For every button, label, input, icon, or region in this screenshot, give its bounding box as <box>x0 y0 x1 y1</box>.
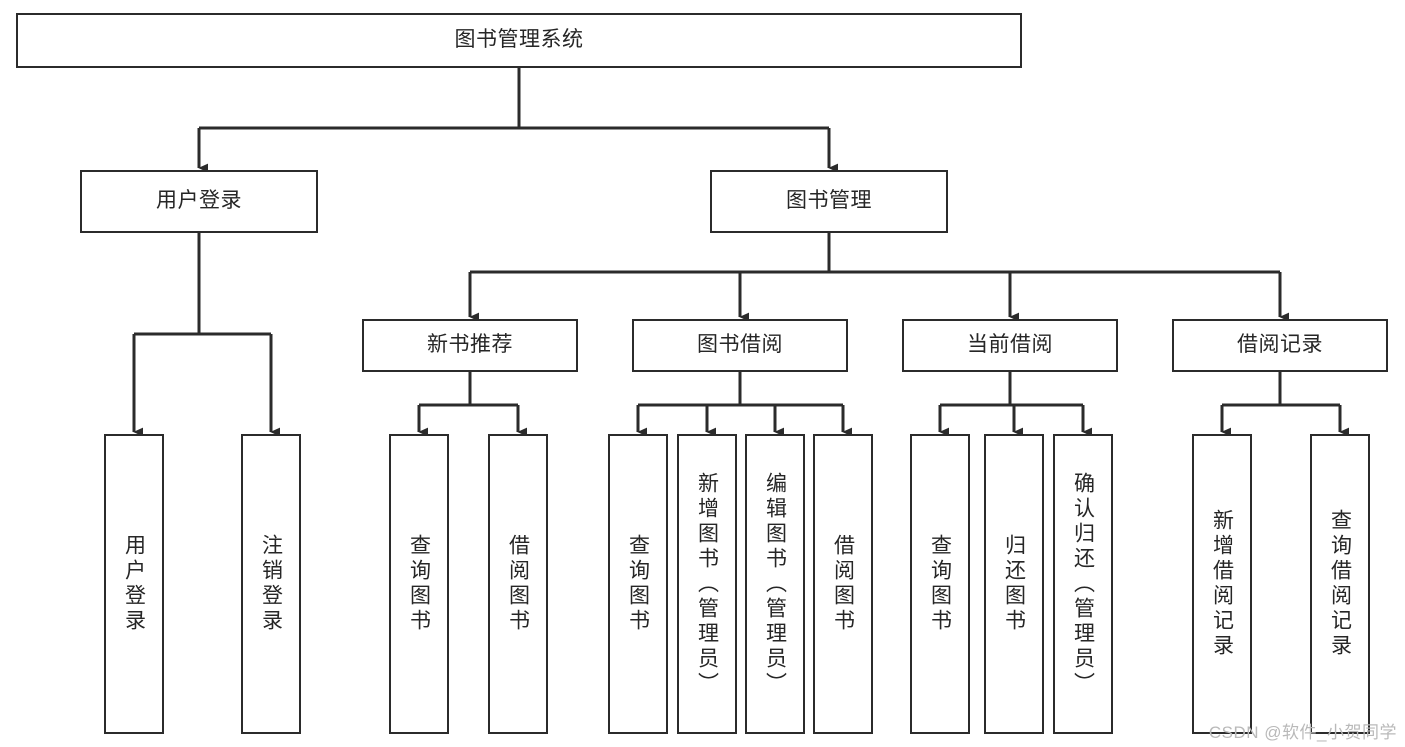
node-leaf-return-book[interactable]: 归还图书 <box>984 434 1044 734</box>
node-leaf-confirm-return[interactable]: 确认归还（管理员） <box>1053 434 1113 734</box>
node-leaf-user-login[interactable]: 用户登录 <box>104 434 164 734</box>
watermark-text: CSDN @软件_小贺同学 <box>1208 723 1397 742</box>
node-leaf-borrow-book-2[interactable]: 借阅图书 <box>813 434 873 734</box>
node-label-root: 图书管理系统 <box>454 28 584 52</box>
node-leaf-query-book-3[interactable]: 查询图书 <box>910 434 970 734</box>
node-label-leaf-edit-book: 编辑图书（管理员） <box>763 471 787 697</box>
node-label-current-borrow: 当前借阅 <box>967 333 1053 357</box>
node-label-leaf-user-logout: 注销登录 <box>259 534 283 634</box>
node-leaf-query-borrow-record[interactable]: 查询借阅记录 <box>1310 434 1370 734</box>
node-borrow-record[interactable]: 借阅记录 <box>1172 319 1388 372</box>
node-leaf-query-book-2[interactable]: 查询图书 <box>608 434 668 734</box>
node-label-book-borrow: 图书借阅 <box>697 333 783 357</box>
node-book-borrow[interactable]: 图书借阅 <box>632 319 848 372</box>
node-label-leaf-query-borrow-record: 查询借阅记录 <box>1328 509 1352 659</box>
node-label-leaf-return-book: 归还图书 <box>1002 534 1026 634</box>
node-label-leaf-user-login: 用户登录 <box>122 534 146 634</box>
node-label-borrow-record: 借阅记录 <box>1237 333 1323 357</box>
node-label-leaf-borrow-book-2: 借阅图书 <box>831 534 855 634</box>
node-label-leaf-query-book-1: 查询图书 <box>407 534 431 634</box>
node-current-borrow[interactable]: 当前借阅 <box>902 319 1118 372</box>
node-label-leaf-add-book: 新增图书（管理员） <box>695 471 719 697</box>
node-book-manage[interactable]: 图书管理 <box>710 170 948 233</box>
node-leaf-add-borrow-record[interactable]: 新增借阅记录 <box>1192 434 1252 734</box>
node-leaf-user-logout[interactable]: 注销登录 <box>241 434 301 734</box>
node-leaf-add-book[interactable]: 新增图书（管理员） <box>677 434 737 734</box>
node-label-leaf-query-book-2: 查询图书 <box>626 534 650 634</box>
node-label-new-book-recommend: 新书推荐 <box>427 333 513 357</box>
node-label-book-manage: 图书管理 <box>786 189 872 213</box>
node-label-user-login: 用户登录 <box>156 189 242 213</box>
node-leaf-query-book-1[interactable]: 查询图书 <box>389 434 449 734</box>
node-label-leaf-query-book-3: 查询图书 <box>928 534 952 634</box>
node-label-leaf-borrow-book-1: 借阅图书 <box>506 534 530 634</box>
node-label-leaf-add-borrow-record: 新增借阅记录 <box>1210 509 1234 659</box>
node-root[interactable]: 图书管理系统 <box>16 13 1022 68</box>
node-leaf-borrow-book-1[interactable]: 借阅图书 <box>488 434 548 734</box>
node-user-login[interactable]: 用户登录 <box>80 170 318 233</box>
node-label-leaf-confirm-return: 确认归还（管理员） <box>1071 471 1095 697</box>
node-leaf-edit-book[interactable]: 编辑图书（管理员） <box>745 434 805 734</box>
node-new-book-recommend[interactable]: 新书推荐 <box>362 319 578 372</box>
